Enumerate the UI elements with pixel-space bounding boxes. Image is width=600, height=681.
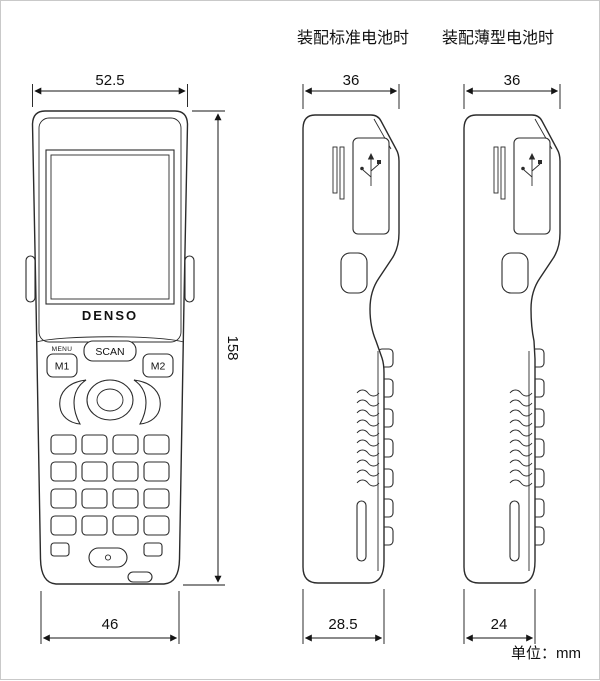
m1-button [46, 353, 78, 378]
side-view-standard-battery [302, 114, 400, 584]
right-crescent-key [133, 379, 161, 425]
bottom-oval-detail [127, 571, 153, 583]
dim-label-standard-bottom: 28.5 [328, 616, 357, 633]
screen-frame [45, 149, 175, 305]
m1-button-label: M1 [55, 361, 70, 373]
side-thin-dimensions: 36 24 [463, 72, 561, 644]
scan-button-label: SCAN [95, 346, 124, 358]
front-view: DENSO MENU SCAN M1 M2 [25, 110, 195, 585]
power-indicator-dot [104, 554, 112, 561]
side-standard-dimensions: 36 28.5 [302, 72, 400, 644]
usb-icon [360, 153, 381, 186]
vent-bar [332, 146, 338, 194]
right-strap-lug [184, 255, 195, 303]
dim-label-thin-bottom: 24 [491, 616, 508, 633]
left-crescent-key [59, 379, 87, 425]
dim-label-front-height: 158 [224, 335, 241, 360]
battery-latch-slot [356, 500, 367, 562]
strap-slot [501, 252, 529, 294]
dim-label-front-top: 52.5 [95, 72, 124, 89]
power-key [88, 547, 128, 568]
oval-cursor-key [86, 379, 134, 421]
front-view-dimensions: 52.5 158 46 [32, 72, 241, 644]
scan-button [83, 340, 137, 362]
vent-bar [339, 146, 345, 200]
strap-slot [340, 252, 368, 294]
left-strap-lug [25, 255, 36, 303]
bottom-right-key [143, 542, 163, 557]
battery-latch-slot [509, 500, 520, 562]
title-standard-battery: 装配标准电池时 [297, 29, 409, 47]
usb-icon [521, 153, 542, 186]
dim-label-standard-top: 36 [343, 72, 360, 89]
oval-cursor-key-inner [96, 388, 124, 412]
unit-label: 单位：mm [511, 645, 581, 662]
screen-display [50, 154, 170, 300]
menu-label: MENU [52, 346, 73, 353]
bottom-left-key [50, 542, 70, 557]
vent-bar [500, 146, 506, 200]
title-thin-battery: 装配薄型电池时 [442, 29, 554, 47]
dim-label-front-bottom: 46 [102, 616, 119, 633]
panel-seam [36, 336, 184, 343]
m2-button [142, 353, 174, 378]
m2-button-label: M2 [151, 361, 166, 373]
brand-logo: DENSO [82, 308, 138, 323]
vent-bar [493, 146, 499, 194]
side-view-thin-battery [463, 114, 561, 584]
dim-label-thin-top: 36 [504, 72, 521, 89]
